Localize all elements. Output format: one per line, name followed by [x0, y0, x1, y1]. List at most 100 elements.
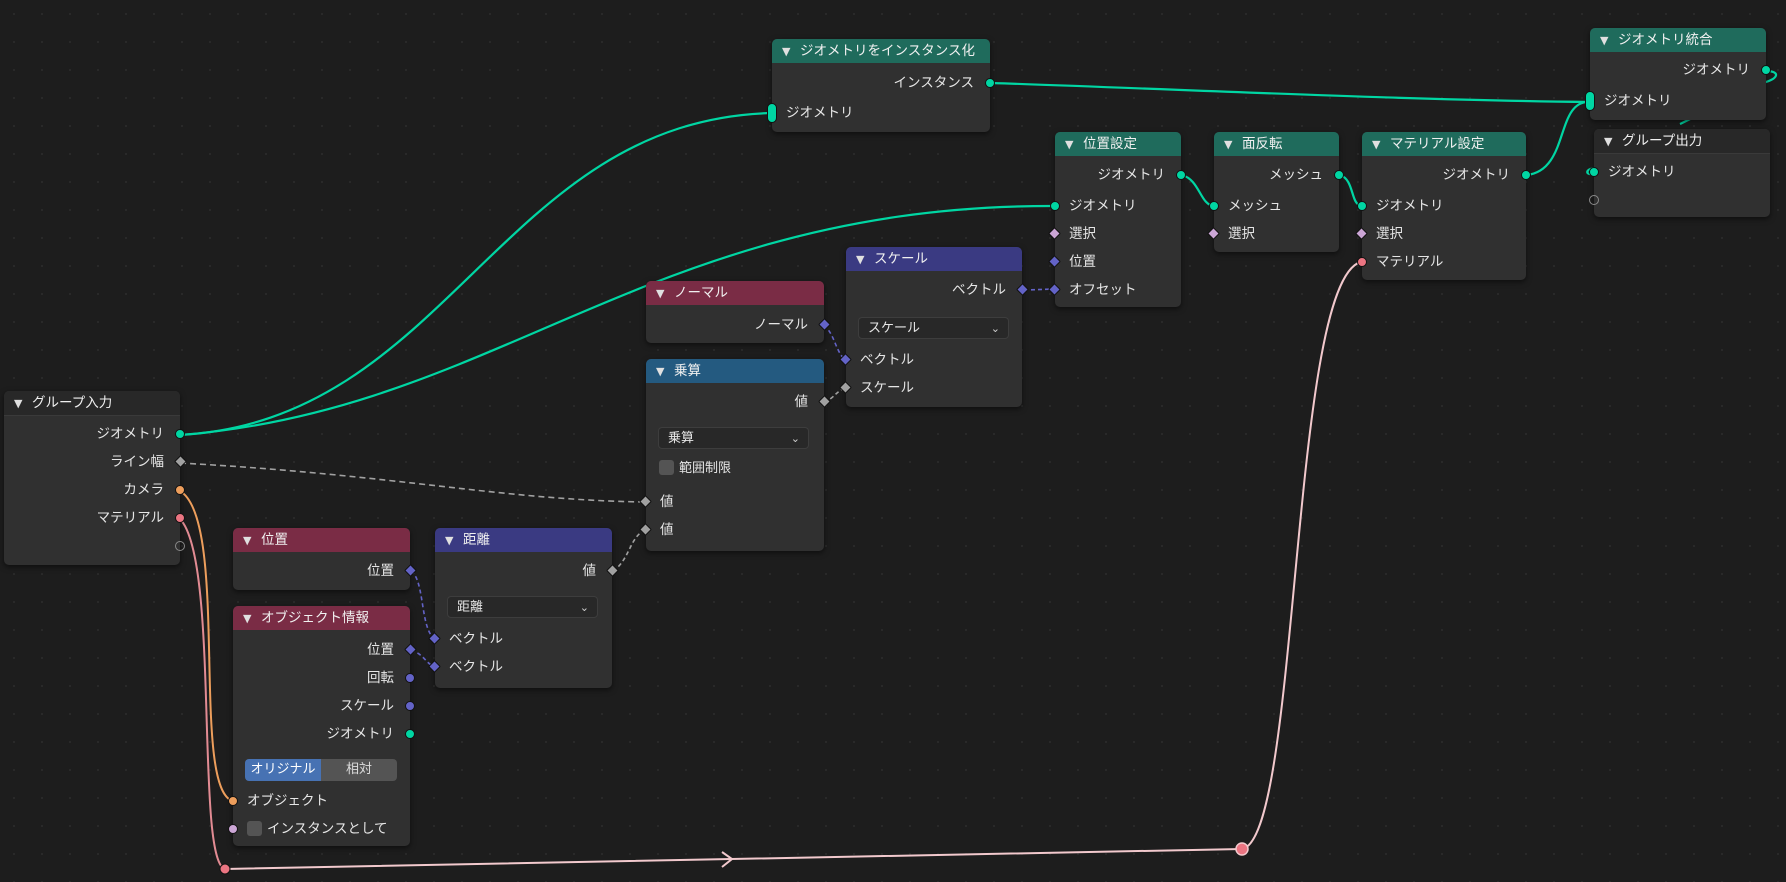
- geometry-socket-icon[interactable]: [1050, 201, 1060, 211]
- distance-mode-dropdown[interactable]: 距離 ⌄: [447, 596, 598, 618]
- chevron-down-icon[interactable]: ▼: [1224, 138, 1233, 151]
- multiply-header[interactable]: ▼乗算: [646, 359, 824, 383]
- scale-header[interactable]: ▼スケール: [846, 247, 1022, 271]
- object-socket-icon[interactable]: [228, 796, 238, 806]
- chevron-down-icon[interactable]: ▼: [856, 253, 865, 266]
- set-position-header[interactable]: ▼ 位置設定: [1055, 132, 1181, 156]
- geometry-socket-icon[interactable]: [1209, 201, 1219, 211]
- socket-label: ジオメトリ: [326, 726, 395, 742]
- socket-label: 値: [582, 563, 597, 579]
- vector-scale-node[interactable]: ▼スケール ベクトル スケール ⌄ ベクトル スケール: [839, 247, 1029, 407]
- geometry-socket-icon[interactable]: [1589, 167, 1599, 177]
- group-input-node[interactable]: ▼グループ入力 ジオメトリ ライン幅 カメラ マテリアル: [4, 391, 187, 565]
- geometry-socket-icon[interactable]: [1761, 65, 1771, 75]
- socket-label: ベクトル: [860, 352, 914, 368]
- position-node[interactable]: ▼ 位置 位置: [233, 528, 417, 590]
- chevron-down-icon[interactable]: ▼: [1372, 138, 1381, 151]
- toggle-relative[interactable]: 相対: [321, 759, 397, 781]
- socket-row-geometry-in: ジオメトリ: [1050, 196, 1181, 216]
- socket-row-vector-in-1: ベクトル: [428, 629, 612, 649]
- normal-node[interactable]: ▼ノーマル ノーマル: [646, 281, 831, 343]
- material-socket-icon[interactable]: [175, 513, 185, 523]
- socket-row-geometry-in: ジオメトリ: [1589, 162, 1770, 182]
- socket-row-geometry-in: ジオメトリ: [767, 103, 990, 123]
- position-header[interactable]: ▼ 位置: [233, 528, 410, 552]
- group-input-header[interactable]: ▼グループ入力: [4, 391, 180, 416]
- chevron-down-icon[interactable]: ▼: [1065, 138, 1074, 151]
- flip-faces-title: 面反転: [1242, 136, 1283, 152]
- socket-row-position: 位置: [1048, 252, 1181, 272]
- distance-header[interactable]: ▼距離: [435, 528, 612, 552]
- link-camera-to-object: [179, 490, 234, 802]
- group-output-node[interactable]: ▼グループ出力 ジオメトリ: [1589, 129, 1770, 217]
- object-socket-icon[interactable]: [175, 485, 185, 495]
- chevron-down-icon[interactable]: ▼: [656, 287, 665, 300]
- boolean-socket-icon[interactable]: [228, 824, 238, 834]
- set-material-header[interactable]: ▼ マテリアル設定: [1362, 132, 1526, 156]
- transform-space-toggle[interactable]: オリジナル 相対: [245, 759, 397, 781]
- socket-row-geometry-out: ジオメトリ: [1362, 165, 1531, 185]
- virtual-socket-icon[interactable]: [1589, 195, 1599, 205]
- vector-distance-node[interactable]: ▼距離 値 距離 ⌄ ベクトル ベクトル: [428, 528, 619, 688]
- socket-row-geometry-out: ジオメトリ: [1055, 165, 1186, 185]
- chevron-down-icon[interactable]: ▼: [656, 365, 665, 378]
- join-geometry-node[interactable]: ▼ジオメトリ統合 ジオメトリ ジオメトリ: [1585, 28, 1771, 120]
- set-position-node[interactable]: ▼位置設定 ジオメトリ ジオメトリ 選択 位置 オフセット: [1048, 132, 1186, 307]
- chevron-down-icon[interactable]: ▼: [782, 45, 791, 58]
- chevron-down-icon: ⌄: [790, 432, 800, 445]
- vector-socket-icon[interactable]: [405, 701, 415, 711]
- link-material-to-reroute: [179, 518, 226, 870]
- socket-row-value-out: 値: [646, 392, 831, 412]
- socket-label: インスタンスとして: [267, 821, 388, 837]
- geometry-socket-icon[interactable]: [1521, 170, 1531, 180]
- geometry-socket-icon[interactable]: [1357, 201, 1367, 211]
- socket-label: ジオメトリ: [1442, 167, 1511, 183]
- virtual-socket-icon[interactable]: [175, 541, 185, 551]
- join-header[interactable]: ▼ ジオメトリ統合: [1590, 28, 1766, 52]
- join-title: ジオメトリ統合: [1618, 32, 1713, 48]
- geometry-socket-icon[interactable]: [175, 429, 185, 439]
- flip-faces-node[interactable]: ▼面反転 メッシュ メッシュ 選択: [1207, 132, 1344, 252]
- socket-row-instances: インスタンス: [772, 73, 995, 93]
- chevron-down-icon[interactable]: ▼: [243, 534, 252, 547]
- chevron-down-icon[interactable]: ▼: [1604, 135, 1613, 148]
- link-setpos-to-flip: [1181, 173, 1215, 208]
- chevron-down-icon[interactable]: ▼: [243, 612, 252, 625]
- geometry-socket-icon[interactable]: [1334, 170, 1344, 180]
- geometry-socket-icon[interactable]: [985, 78, 995, 88]
- chevron-down-icon[interactable]: ▼: [1600, 34, 1609, 47]
- link-geometry-to-instance: [179, 111, 773, 437]
- as-instance-checkbox[interactable]: [247, 821, 262, 836]
- geometry-socket-icon[interactable]: [405, 729, 415, 739]
- vector-socket-icon[interactable]: [405, 673, 415, 683]
- clamp-checkbox[interactable]: [659, 460, 674, 475]
- math-multiply-node[interactable]: ▼乗算 値 乗算 ⌄ 範囲制限 値 値: [639, 359, 831, 551]
- geometry-multi-socket-icon[interactable]: [1585, 91, 1595, 111]
- object-info-node[interactable]: ▼オブジェクト情報 位置 回転 スケール ジオメトリ オリジナル 相対 オブジェ…: [228, 606, 417, 846]
- chevron-down-icon[interactable]: ▼: [445, 534, 454, 547]
- link-geometry-to-set-position: [179, 204, 1055, 437]
- clamp-label: 範囲制限: [679, 461, 732, 476]
- geometry-multi-socket-icon[interactable]: [767, 103, 777, 123]
- set-position-title: 位置設定: [1083, 136, 1137, 152]
- instance-on-points-node[interactable]: ▼ジオメトリをインスタンス化 インスタンス ジオメトリ: [767, 39, 995, 132]
- link-join-to-output: [1679, 69, 1778, 125]
- geometry-socket-icon[interactable]: [1176, 170, 1186, 180]
- scale-mode-dropdown[interactable]: スケール ⌄: [858, 317, 1009, 339]
- normal-header[interactable]: ▼ノーマル: [646, 281, 824, 305]
- object-info-header[interactable]: ▼オブジェクト情報: [233, 606, 410, 630]
- math-operation-dropdown[interactable]: 乗算 ⌄: [658, 427, 809, 449]
- group-output-header[interactable]: ▼グループ出力: [1594, 129, 1770, 154]
- socket-row-vector-in: ベクトル: [839, 350, 1022, 370]
- chevron-down-icon[interactable]: ▼: [14, 397, 23, 410]
- socket-label: メッシュ: [1269, 167, 1323, 183]
- position-title: 位置: [261, 532, 288, 548]
- clamp-checkbox-row[interactable]: 範囲制限: [659, 459, 731, 479]
- socket-row-normal-out: ノーマル: [646, 315, 831, 335]
- set-material-title: マテリアル設定: [1390, 136, 1485, 152]
- instance-header[interactable]: ▼ジオメトリをインスタンス化: [772, 39, 990, 63]
- material-socket-icon[interactable]: [1357, 257, 1367, 267]
- toggle-original[interactable]: オリジナル: [245, 759, 321, 781]
- flip-faces-header[interactable]: ▼ 面反転: [1214, 132, 1339, 156]
- set-material-node[interactable]: ▼マテリアル設定 ジオメトリ ジオメトリ 選択 マテリアル: [1355, 132, 1531, 280]
